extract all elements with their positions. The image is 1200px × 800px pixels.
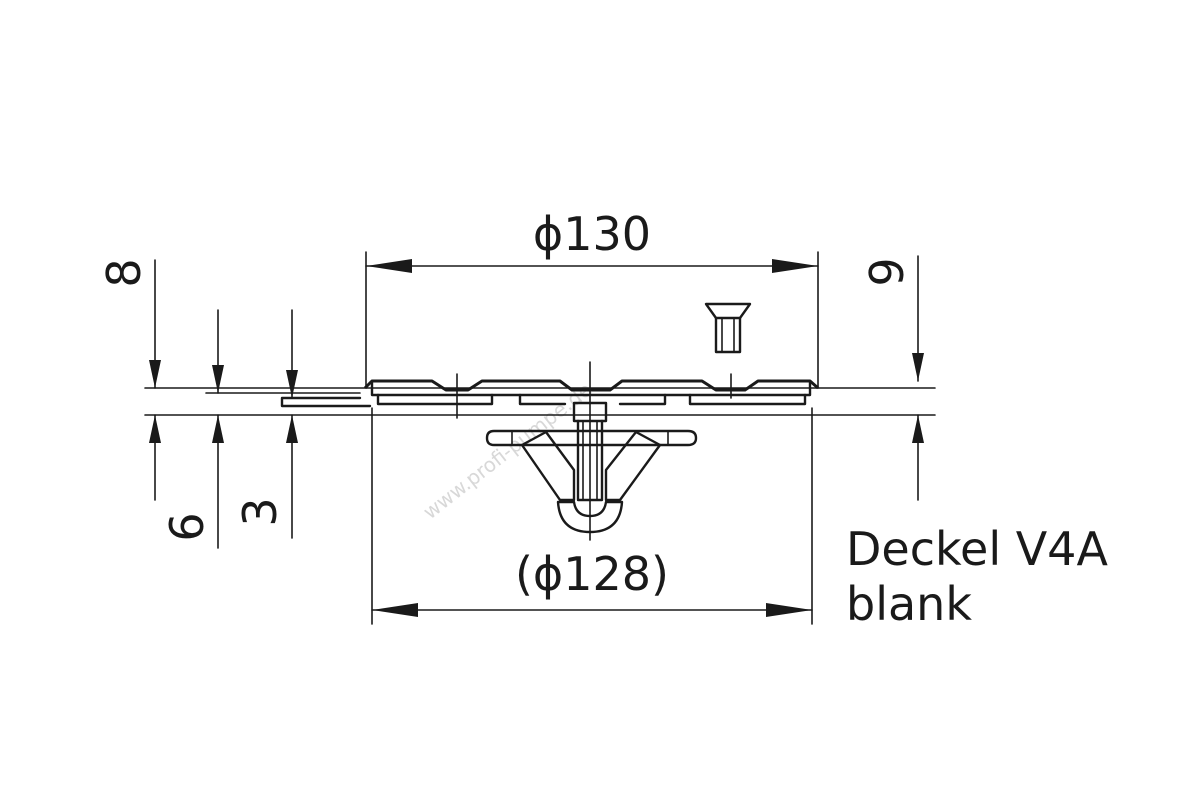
left-dimensions bbox=[149, 259, 298, 549]
dim-label-outer-diameter: ϕ130 bbox=[533, 207, 651, 261]
dim-label-9: 9 bbox=[860, 257, 914, 286]
retaining-cone bbox=[520, 430, 662, 534]
center-bolt bbox=[572, 361, 608, 541]
dim-label-3: 3 bbox=[233, 497, 287, 526]
clamping-bar bbox=[485, 429, 698, 447]
dim-label-inner-diameter: (ϕ128) bbox=[515, 547, 669, 601]
note-line-2: blank bbox=[846, 577, 972, 631]
lid-plate bbox=[205, 373, 819, 419]
dim-label-6: 6 bbox=[160, 512, 214, 541]
reference-lines bbox=[144, 387, 936, 416]
countersunk-screw bbox=[704, 302, 752, 354]
inner-diameter-dimension bbox=[371, 407, 813, 625]
outer-diameter-dimension bbox=[365, 251, 819, 389]
note-line-1: Deckel V4A bbox=[846, 522, 1108, 576]
dim-label-8: 8 bbox=[97, 258, 151, 287]
right-dimension bbox=[912, 255, 924, 501]
